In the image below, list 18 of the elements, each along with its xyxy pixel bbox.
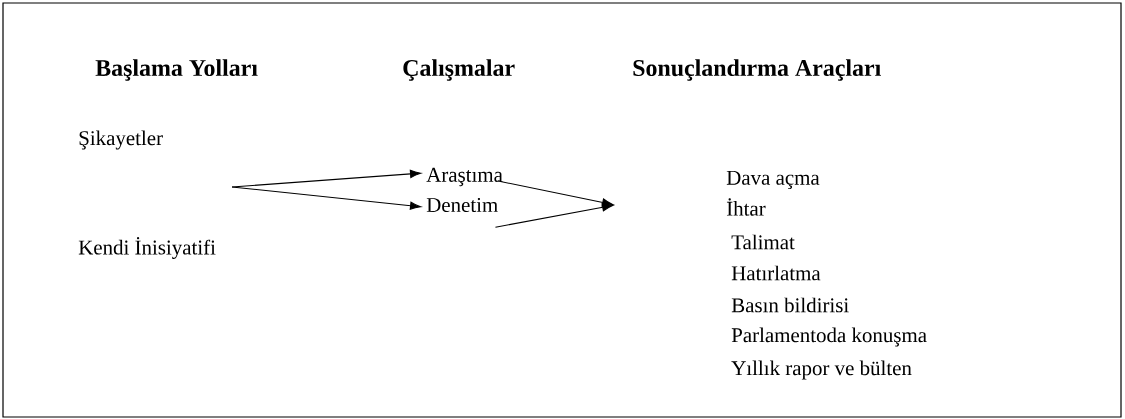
list-item: Kendi İnisiyatifi xyxy=(78,237,216,259)
arrow xyxy=(494,203,614,228)
list-item: Dava açma xyxy=(726,170,820,190)
arrow xyxy=(497,180,614,207)
list-item: Denetim xyxy=(426,197,498,213)
list-item: İhtar xyxy=(726,198,766,216)
list-item: Parlamentoda konuşma xyxy=(731,327,927,347)
list-item: Hatırlatma xyxy=(731,265,821,281)
column-heading: Çalışmalar xyxy=(403,59,515,81)
list-item: Basın bildirisi xyxy=(731,297,849,313)
list-item: Yıllık rapor ve bülten xyxy=(731,360,912,380)
arrow xyxy=(231,169,422,188)
column-heading: Başlama Yolları xyxy=(95,59,258,81)
column-heading: Sonuçlandırma Araçları xyxy=(633,59,881,81)
arrow xyxy=(231,186,422,210)
list-item: Şikayetler xyxy=(79,130,163,150)
list-item: Araştıma xyxy=(426,167,503,187)
list-item: Talimat xyxy=(731,234,795,250)
